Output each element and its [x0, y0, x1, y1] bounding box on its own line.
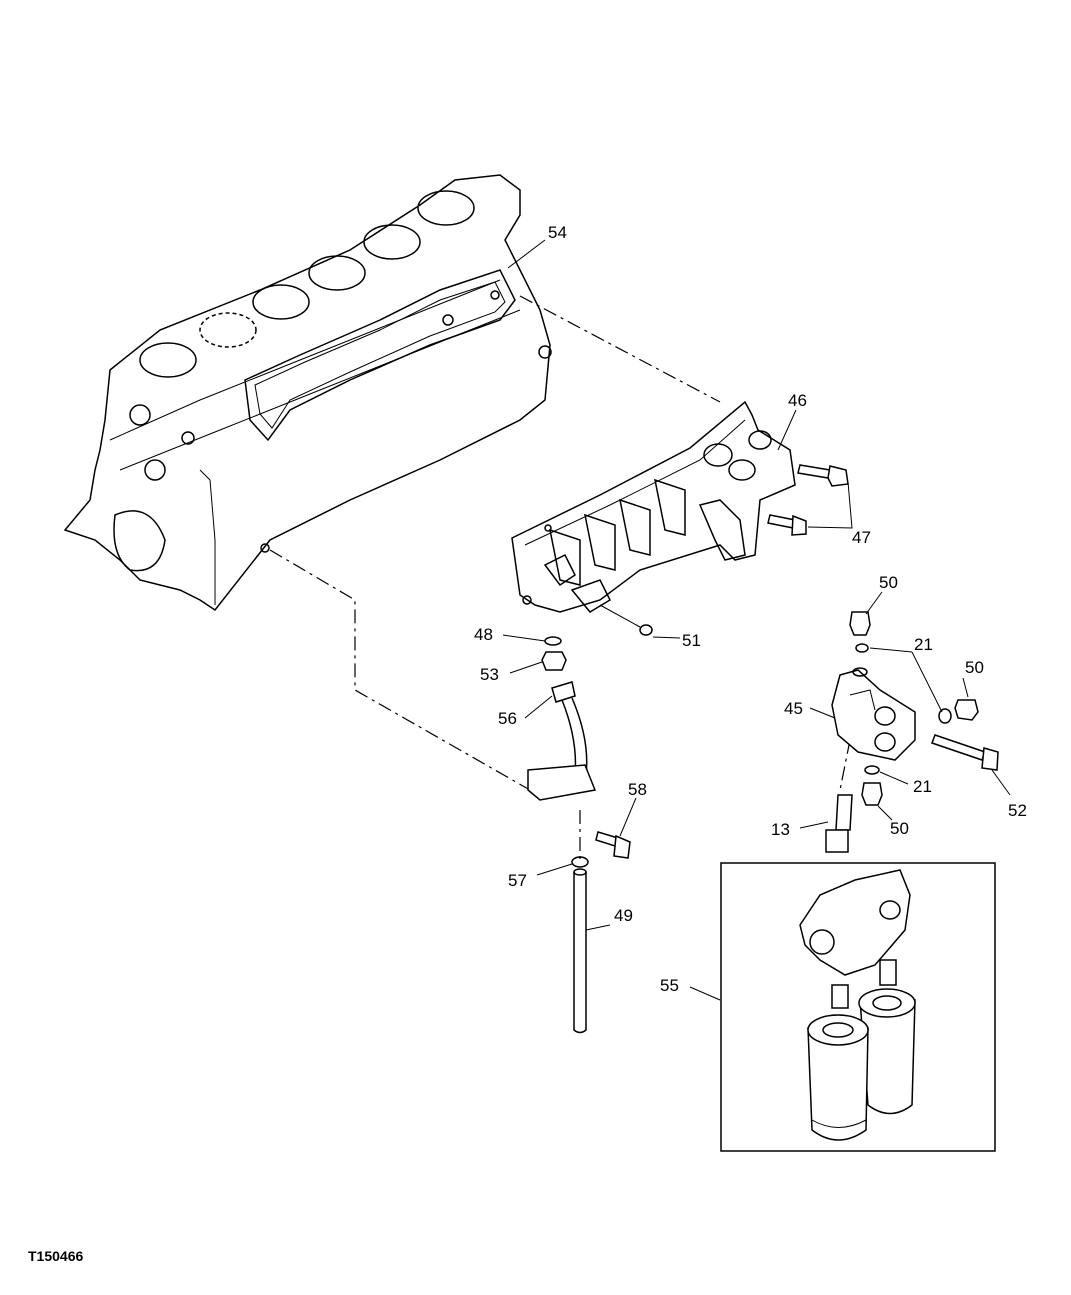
callout-51: 51	[682, 631, 701, 650]
fitting-13	[825, 794, 853, 853]
figure-id: T150466	[28, 1248, 83, 1264]
o-ring-21-right	[938, 708, 952, 724]
bolt-52	[931, 734, 999, 771]
callout-56: 56	[498, 709, 517, 728]
callout-50-right: 50	[965, 658, 984, 677]
callout-13: 13	[771, 820, 790, 839]
callout-48: 48	[474, 625, 493, 644]
callout-57: 57	[508, 871, 527, 890]
callout-52: 52	[1008, 801, 1027, 820]
oil-cooler-housing	[511, 400, 796, 613]
callout-50-top: 50	[879, 573, 898, 592]
filter-assembly-55	[720, 862, 996, 1152]
alignment-lines	[269, 295, 851, 860]
fitting-53	[541, 651, 567, 671]
plug-50-top	[849, 611, 871, 636]
callout-58: 58	[628, 780, 647, 799]
bolt-47-upper	[797, 464, 849, 487]
callout-49: 49	[614, 906, 633, 925]
callout-21-top: 21	[914, 635, 933, 654]
engine-block	[63, 174, 552, 612]
tube-56	[527, 681, 597, 801]
callout-46: 46	[788, 391, 807, 410]
o-ring-21-top	[855, 643, 869, 653]
callout-47: 47	[852, 528, 871, 547]
callout-55: 55	[660, 976, 679, 995]
clamp-57	[571, 856, 589, 868]
o-ring-21-bottom	[864, 765, 880, 775]
filter-head-45	[831, 667, 916, 761]
dipstick-tube-49	[573, 868, 587, 1034]
callout-53: 53	[480, 665, 499, 684]
bolt-47-lower	[767, 514, 807, 536]
leader-lines	[502, 239, 1011, 1001]
o-ring-51	[639, 624, 653, 636]
callout-50-bottom: 50	[890, 819, 909, 838]
callout-45: 45	[784, 699, 803, 718]
callout-21-bottom: 21	[913, 777, 932, 796]
callout-54: 54	[548, 223, 567, 242]
plug-50-bottom	[861, 782, 883, 806]
bolt-58	[595, 831, 631, 859]
washer-48	[544, 636, 562, 646]
plug-50-right	[954, 699, 979, 721]
